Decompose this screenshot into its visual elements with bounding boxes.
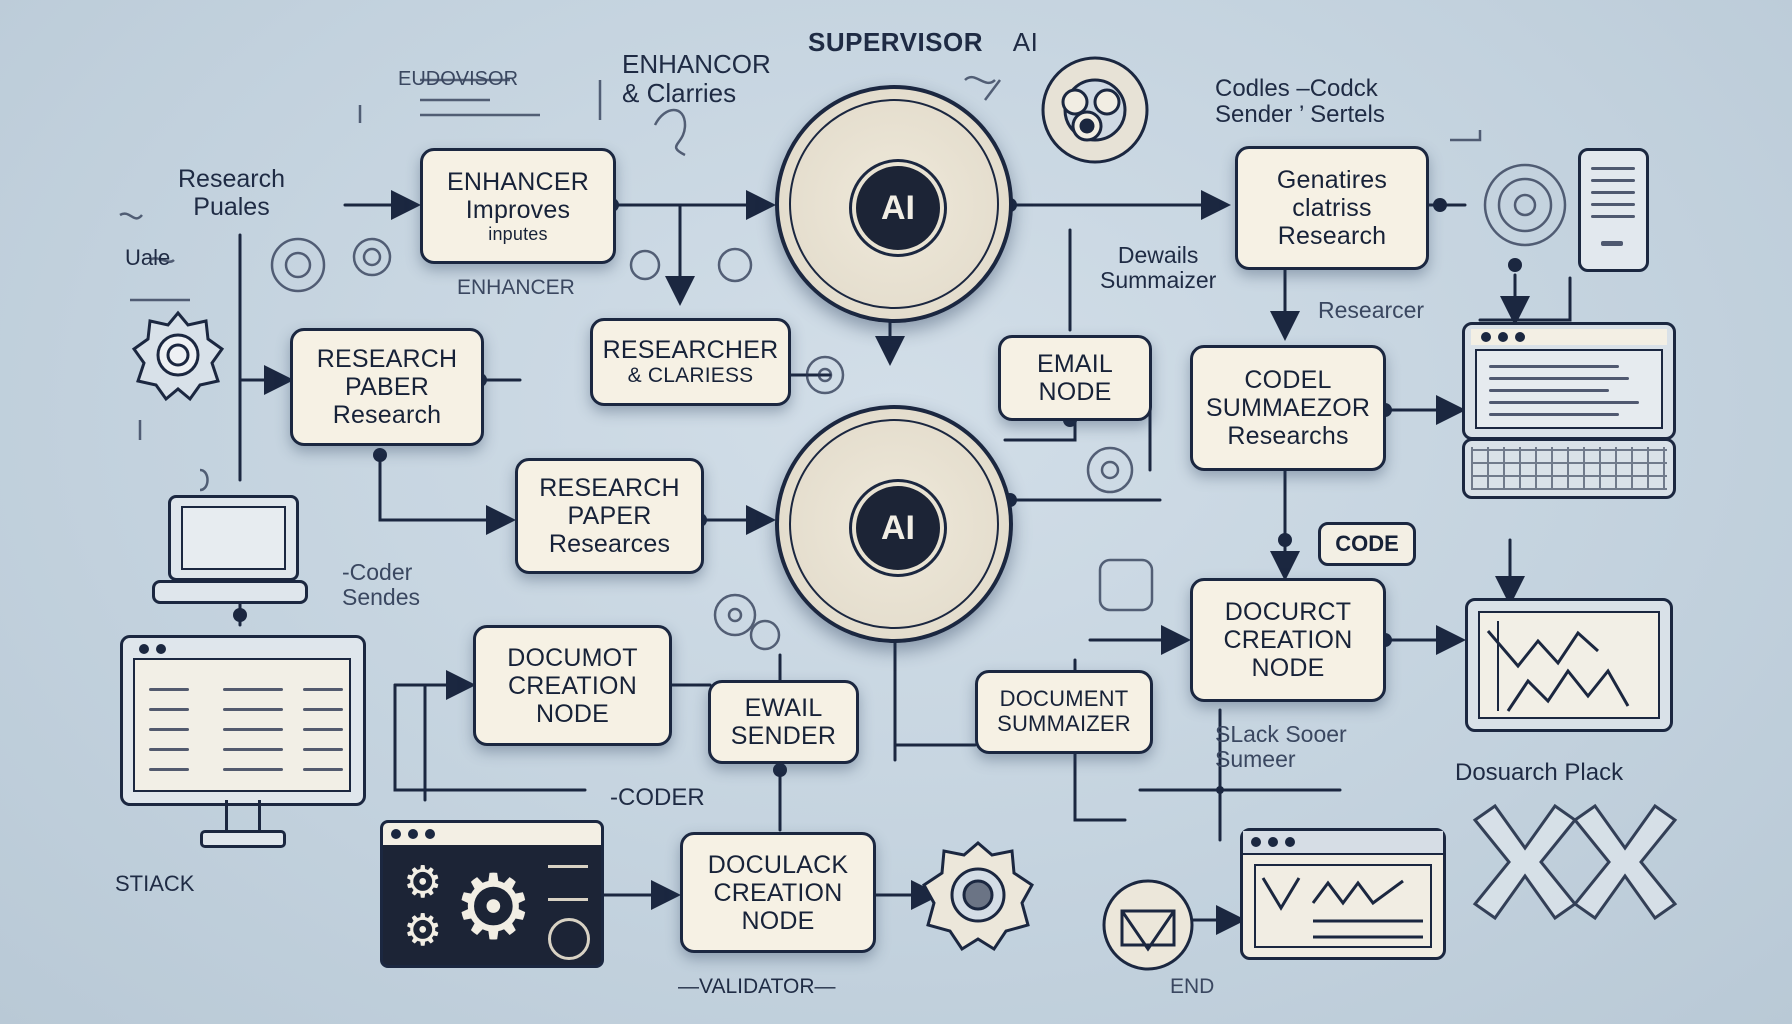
label-slack-sooer: SLack Sooer Sumeer [1215, 721, 1347, 773]
label-end: END [1170, 975, 1215, 998]
line-chart-icon [1486, 621, 1630, 712]
document-server-icon [1578, 148, 1649, 272]
label-researcer: Researcer [1318, 297, 1425, 323]
label-codies-sender: Codles –Codck Sender ’ Sertels [1215, 75, 1385, 129]
node-enhancer[interactable]: ENHANCER Improves inputes [420, 148, 616, 264]
node-research-paper-mid[interactable]: RESEARCH PAPER Researces [515, 458, 704, 574]
supervisor-hub-center[interactable]: AI [775, 405, 1013, 643]
ai-core-icon: AI [852, 162, 944, 254]
laptop-code-icon [1462, 322, 1676, 440]
label-enhancer-small: ENHANCER [457, 276, 575, 299]
monitor-foot-icon [200, 830, 286, 848]
node-document-summarizer[interactable]: DOCUMENT SUMMAIZER [975, 670, 1153, 754]
node-doculack-creation[interactable]: DOCULACK CREATION NODE [680, 832, 876, 953]
label-coder-sendes: -Coder Sendes [342, 559, 421, 611]
gear-large-icon: ⚙ [453, 858, 534, 958]
code-badge: CODE [1318, 522, 1416, 566]
label-eudovisor: EUDOVISOR [398, 68, 519, 90]
label-enhancor: ENHANCOR & Clarries [622, 49, 771, 108]
node-research-paper-left[interactable]: RESEARCH PABER Research [290, 328, 484, 446]
node-email-sender[interactable]: EWAIL SENDER [708, 680, 859, 764]
label-research-puales: Research Puales [178, 165, 285, 221]
node-email[interactable]: EMAIL NODE [998, 335, 1152, 421]
gear-icon: ⚙ [403, 906, 443, 955]
laptop-base-icon [152, 580, 308, 604]
settings-window-icon: ⚙ ⚙ ⚙ [380, 820, 604, 968]
label-dosuarch-plack: Dosuarch Plack [1455, 759, 1624, 786]
node-genatires-research[interactable]: Genatires clatriss Research [1235, 146, 1429, 270]
diagram-title: SUPERVISOR AI [808, 27, 1039, 57]
supervisor-hub-top[interactable]: AI [775, 85, 1013, 323]
laptop-icon [168, 495, 299, 581]
label-uale: Uale [125, 245, 171, 270]
label-validator: —VALIDATOR— [678, 975, 836, 998]
chart-window-icon [1240, 828, 1446, 960]
node-codel-summarizer[interactable]: CODEL SUMMAEZOR Researchs [1190, 345, 1386, 471]
ai-core-icon: AI [852, 482, 944, 574]
node-researcher[interactable]: RESEARCHER & CLARIESS [590, 318, 791, 406]
node-document-creation-left[interactable]: DOCUMOT CREATION NODE [473, 625, 672, 746]
gear-icon: ⚙ [403, 858, 443, 907]
label-coder: -CODER [610, 784, 705, 811]
label-stiack: STIACK [115, 871, 195, 896]
line-chart-icon [1254, 864, 1432, 948]
chart-monitor-icon [1465, 598, 1673, 732]
node-docurct-creation[interactable]: DOCURCT CREATION NODE [1190, 578, 1386, 702]
label-details-summarizer: Dewails Summaizer [1100, 242, 1217, 294]
monitor-spreadsheet-icon [120, 635, 366, 806]
hub-ring [789, 419, 999, 629]
keyboard-icon [1462, 438, 1676, 499]
hub-ring [789, 99, 999, 309]
monitor-stand-icon [225, 800, 261, 832]
gear-cluster-icon [1041, 56, 1149, 164]
